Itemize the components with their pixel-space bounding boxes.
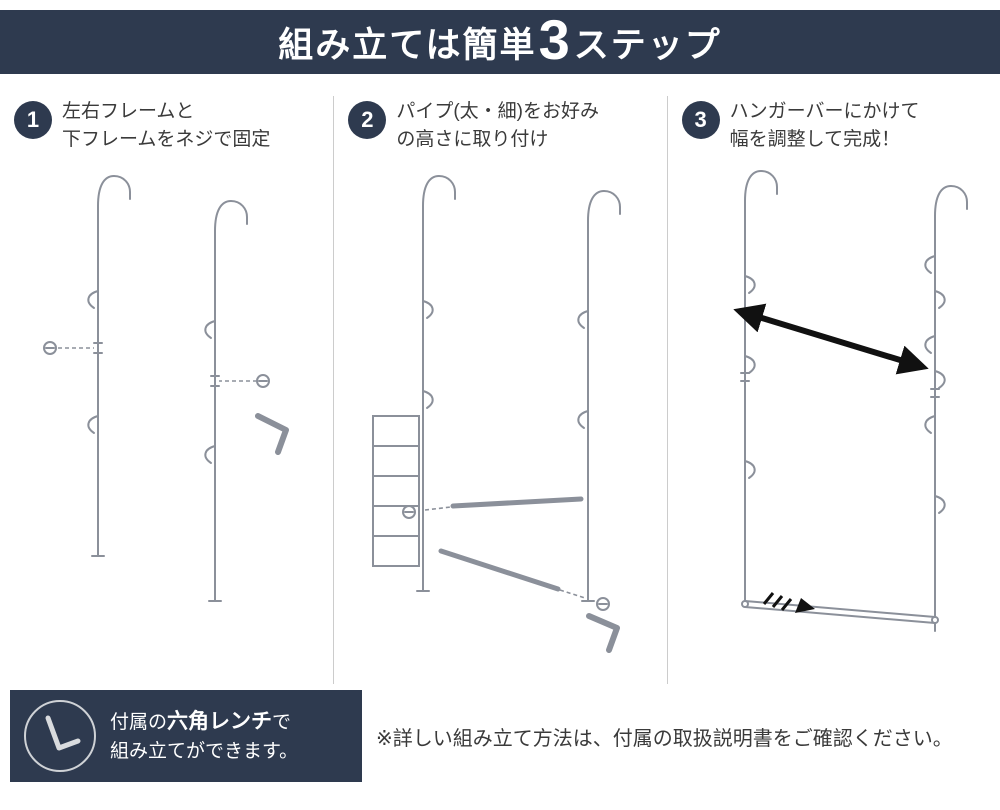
step-1-header: 1 左右フレームと 下フレームをネジで固定 bbox=[14, 98, 325, 153]
step-3-badge: 3 bbox=[681, 101, 720, 139]
side-hook bbox=[204, 320, 216, 340]
joint-mark bbox=[929, 388, 940, 399]
side-hook bbox=[933, 290, 946, 310]
step-3-illustration bbox=[682, 161, 992, 661]
side-hook bbox=[933, 495, 946, 515]
side-hook bbox=[422, 390, 435, 410]
side-hook bbox=[577, 310, 590, 330]
side-hook bbox=[743, 355, 756, 375]
side-hook bbox=[933, 370, 946, 390]
width-adjust-arrow bbox=[733, 303, 929, 375]
joint-mark bbox=[92, 342, 103, 355]
top-hook bbox=[587, 190, 622, 223]
top-hook bbox=[933, 185, 968, 218]
manual-note: ※詳しい組み立て方法は、付属の取扱説明書をご確認ください。 bbox=[376, 727, 953, 750]
steps-row: 1 左右フレームと 下フレームをネジで固定 bbox=[0, 96, 1000, 684]
frame-assembly-drawing bbox=[42, 175, 289, 603]
finished-frame-drawing bbox=[733, 170, 968, 633]
hex-wrench-note-text: 付属の六角レンチで 組み立てができます。 bbox=[110, 710, 299, 762]
step-3-header: 3 ハンガーバーにかけて 幅を調整して完成！ bbox=[681, 98, 992, 153]
page-title-suffix: ステップ bbox=[573, 25, 722, 65]
step-2-caption: パイプ(太・細)をお好み の高さに取り付け bbox=[396, 101, 599, 150]
step-2: 2 パイプ(太・細)をお好み の高さに取り付け bbox=[333, 96, 666, 684]
step-1-badge: 1 bbox=[14, 101, 52, 139]
hex-wrench-note-box: 付属の六角レンチで 組み立てができます。 bbox=[10, 690, 362, 782]
hex-wrench-icon bbox=[45, 715, 81, 751]
screw-icon bbox=[218, 374, 270, 389]
top-hook bbox=[743, 170, 778, 203]
step-2-header: 2 パイプ(太・細)をお好み の高さに取り付け bbox=[348, 98, 658, 153]
side-hook bbox=[924, 415, 936, 435]
step-2-illustration bbox=[348, 161, 658, 661]
joint-mark bbox=[209, 375, 220, 388]
top-hook bbox=[96, 175, 131, 208]
side-hook bbox=[87, 415, 99, 435]
height-position-panel bbox=[372, 415, 421, 568]
hex-wrench-icon bbox=[254, 413, 289, 456]
step-3-caption: ハンガーバーにかけて 幅を調整して完成！ bbox=[729, 101, 920, 150]
side-hook bbox=[924, 335, 936, 355]
side-hook bbox=[87, 290, 99, 310]
step-1-illustration bbox=[14, 161, 325, 661]
step-2-badge: 2 bbox=[348, 101, 387, 139]
screw-icon bbox=[402, 505, 417, 520]
slide-adjust-arrow bbox=[762, 592, 815, 614]
step-1-caption: 左右フレームと 下フレームをネジで固定 bbox=[62, 101, 271, 150]
hex-wrench-icon bbox=[586, 613, 621, 654]
thick-pipe bbox=[438, 548, 561, 592]
pipe-attach-drawing bbox=[372, 175, 622, 654]
side-hook bbox=[204, 445, 216, 465]
side-hook bbox=[924, 255, 936, 275]
hex-wrench-badge bbox=[24, 700, 96, 772]
side-hook bbox=[577, 410, 590, 430]
page-title-number: 3 bbox=[538, 8, 572, 71]
top-hook bbox=[422, 175, 457, 208]
screw-icon bbox=[596, 597, 611, 612]
page-title-prefix: 組み立ては簡単 bbox=[278, 25, 537, 65]
footer: 付属の六角レンチで 組み立てができます。 ※詳しい組み立て方法は、付属の取扱説明… bbox=[0, 690, 1000, 782]
side-hook bbox=[743, 460, 756, 480]
screw-icon bbox=[42, 341, 94, 356]
step-3: 3 ハンガーバーにかけて 幅を調整して完成！ bbox=[666, 96, 1000, 684]
side-hook bbox=[743, 275, 756, 295]
thin-pipe bbox=[450, 496, 584, 509]
top-hook bbox=[213, 200, 248, 233]
side-hook bbox=[422, 300, 435, 320]
step-1: 1 左右フレームと 下フレームをネジで固定 bbox=[0, 96, 333, 684]
